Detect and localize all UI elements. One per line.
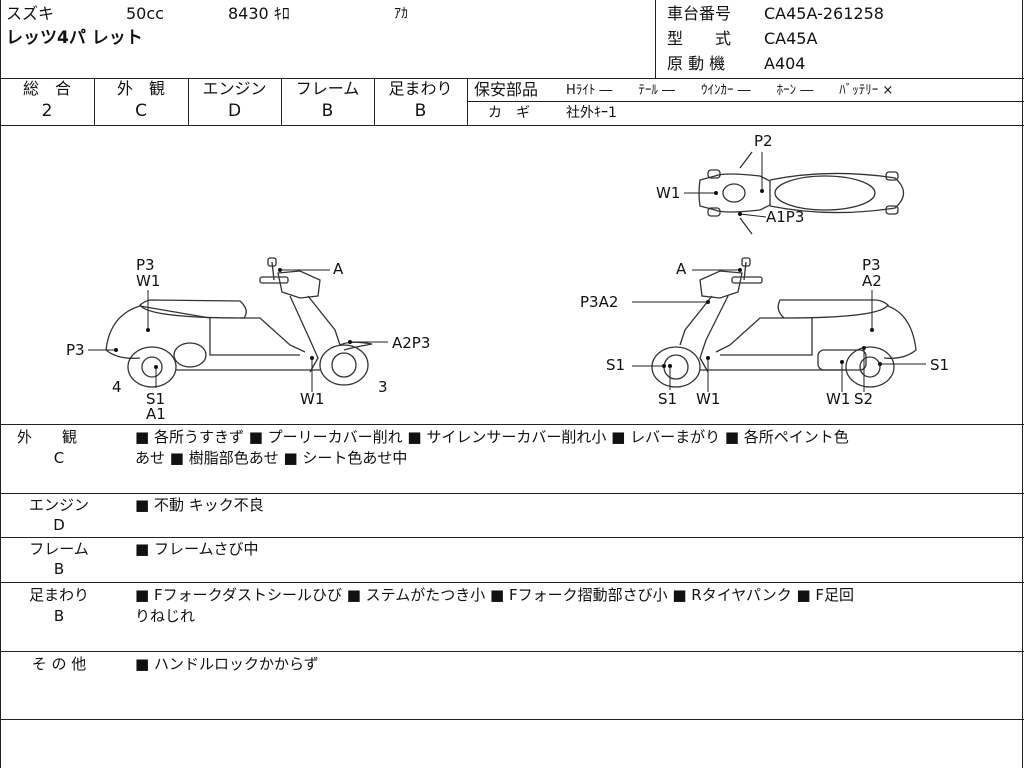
grade-label-overall: 総 合 bbox=[22, 79, 71, 98]
damage-diagram: P2 W1 A1P3 A P3 W1 P3 A2P3 4 S1 A1 W1 3 … bbox=[66, 132, 949, 423]
notes-divider bbox=[0, 582, 1024, 583]
grade-label-exterior: 外 観 bbox=[116, 79, 165, 98]
type-value: CA45A bbox=[764, 29, 818, 48]
note-label-frame: フレーム bbox=[29, 540, 89, 558]
diagram-label: P2 bbox=[754, 132, 773, 150]
grade-row-bottom bbox=[0, 125, 1024, 126]
diagram-label: A bbox=[676, 260, 687, 278]
diagram-label: W1 bbox=[826, 390, 850, 408]
diagram-label: P3 bbox=[862, 256, 881, 274]
diagram-label: W1 bbox=[656, 184, 680, 202]
diagram-label: 3 bbox=[378, 378, 388, 396]
note-grade-exterior: C bbox=[53, 449, 65, 467]
grade-value-suspension: B bbox=[414, 101, 427, 121]
note-text-frame-1: ■ フレームさび中 bbox=[135, 540, 259, 558]
diagram-label: A1P3 bbox=[766, 208, 804, 226]
notes-divider bbox=[0, 651, 1024, 652]
diagram-label: S2 bbox=[854, 390, 873, 408]
note-text-other-1: ■ ハンドルロックかからず bbox=[135, 655, 319, 673]
grade-label-suspension: 足まわり bbox=[388, 79, 453, 98]
diagram-label: W1 bbox=[136, 272, 160, 290]
diagram-label: P3 bbox=[66, 341, 85, 359]
note-label-engine: エンジン bbox=[28, 496, 89, 514]
diagram-label: A bbox=[333, 260, 344, 278]
diagram-label: S1 bbox=[658, 390, 677, 408]
note-label-exterior: 外 観 bbox=[16, 428, 77, 446]
grade-row-top bbox=[0, 78, 1024, 79]
grade-label-engine: エンジン bbox=[202, 79, 267, 98]
type-label: 型 式 bbox=[667, 29, 732, 48]
grade-value-engine: D bbox=[227, 101, 242, 121]
diagram-label: S1 bbox=[606, 356, 625, 374]
note-text-engine-1: ■ 不動 キック不良 bbox=[135, 496, 264, 514]
scooter-top-view bbox=[698, 151, 905, 235]
diagram-label: 4 bbox=[112, 378, 122, 396]
diagram-label: W1 bbox=[696, 390, 720, 408]
body-color: ｱｶ bbox=[394, 6, 408, 22]
note-grade-frame: B bbox=[53, 560, 65, 578]
diagram-label: A2 bbox=[862, 272, 882, 290]
leader-lines bbox=[88, 152, 926, 392]
scooter-left-view bbox=[105, 257, 373, 388]
displacement: 50cc bbox=[126, 4, 164, 23]
notes-divider bbox=[0, 537, 1024, 538]
engine-label: 原 動 機 bbox=[667, 54, 726, 73]
maker: スズキ bbox=[6, 4, 55, 23]
grade-divider bbox=[374, 78, 375, 125]
notes-divider bbox=[0, 493, 1024, 494]
frame-left bbox=[0, 0, 1, 768]
diagram-label: W1 bbox=[300, 390, 324, 408]
notes-top bbox=[0, 424, 1024, 425]
key-label: カ ギ bbox=[488, 105, 530, 121]
diagram-label: A1 bbox=[146, 405, 166, 423]
note-label-suspension: 足まわり bbox=[28, 586, 89, 604]
note-text-suspension-2: りねじれ bbox=[135, 607, 196, 625]
diagram-label: S1 bbox=[930, 356, 949, 374]
safety-parts-label: 保安部品 bbox=[474, 80, 539, 99]
diagram-label: S1 bbox=[146, 390, 165, 408]
safety-parts-items: Hﾗｲﾄ ― ﾃｰﾙ ― ｳｲﾝｶｰ ― ﾎｰﾝ ― ﾊﾞｯﾃﾘｰ × bbox=[566, 83, 894, 98]
safety-row-divider bbox=[467, 101, 1024, 102]
note-grade-engine: D bbox=[53, 516, 65, 534]
note-text-suspension-1: ■ Fフォークダストシールひび ■ ステムがたつき小 ■ Fフォーク摺動部さび小… bbox=[135, 586, 855, 604]
key-value: 社外ｷｰ1 bbox=[566, 105, 617, 121]
grade-value-overall: 2 bbox=[41, 101, 53, 121]
diagram-label: P3 bbox=[136, 256, 155, 274]
note-label-other: そ の 他 bbox=[31, 655, 87, 673]
grade-value-frame: B bbox=[321, 101, 334, 121]
note-text-exterior-2: あせ ■ 樹脂部色あせ ■ シート色あせ中 bbox=[135, 449, 408, 467]
damage-points bbox=[114, 189, 882, 369]
chassis-value: CA45A-261258 bbox=[764, 4, 884, 23]
diagram-label: P3A2 bbox=[580, 293, 618, 311]
grade-divider bbox=[94, 78, 95, 125]
grade-divider bbox=[281, 78, 282, 125]
notes-bottom bbox=[0, 719, 1024, 720]
engine-value: A404 bbox=[764, 54, 806, 73]
note-grade-suspension: B bbox=[53, 607, 65, 625]
grade-label-frame: フレーム bbox=[295, 79, 360, 98]
diagram-label: A2P3 bbox=[392, 334, 430, 352]
grade-value-exterior: C bbox=[135, 101, 147, 121]
note-text-exterior-1: ■ 各所うすきず ■ プーリーカバー削れ ■ サイレンサーカバー削れ小 ■ レバ… bbox=[135, 428, 849, 446]
frame-right bbox=[1022, 0, 1023, 768]
model-name: レッツ4パ レット bbox=[6, 28, 143, 48]
scooter-right-view bbox=[651, 257, 917, 388]
header-divider bbox=[655, 0, 656, 78]
grade-divider bbox=[188, 78, 189, 125]
chassis-label: 車台番号 bbox=[667, 4, 732, 23]
mileage: 8430 ｷﾛ bbox=[228, 4, 290, 23]
